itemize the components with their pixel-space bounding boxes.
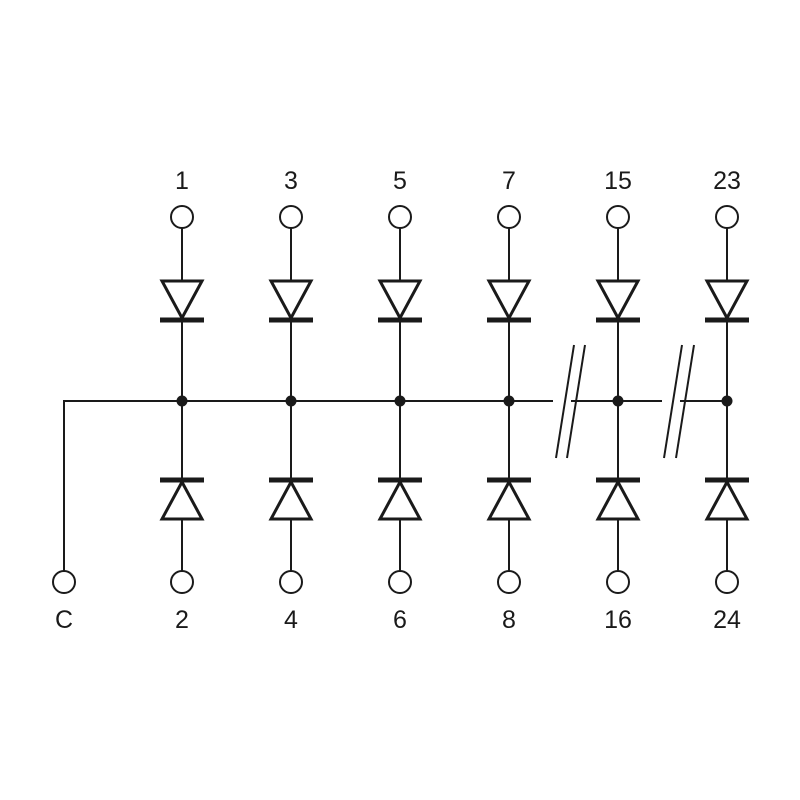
diode-symbol-bottom (377, 478, 423, 521)
pin-terminal-top (170, 205, 194, 229)
pin-terminal-top (497, 205, 521, 229)
pin-label-bottom: 24 (713, 606, 741, 634)
pin-terminal-top (606, 205, 630, 229)
diode-symbol-top (159, 279, 205, 322)
junctions-layer (176, 395, 733, 407)
pin-label-bottom: 4 (284, 606, 298, 634)
diode-symbol-bottom (159, 478, 205, 521)
pin-label-top: 5 (393, 167, 407, 195)
bus-break-mark (675, 344, 695, 459)
diode-symbol-bottom (704, 478, 750, 521)
bus-breaks-layer (555, 344, 695, 459)
pin-terminal-bottom (606, 570, 630, 594)
pin-terminal-bottom (170, 570, 194, 594)
bus-junction-dot (503, 395, 515, 407)
pin-terminal-bottom (497, 570, 521, 594)
pin-terminal-top (279, 205, 303, 229)
pin-label-top: 3 (284, 167, 298, 195)
diode-symbol-bottom (268, 478, 314, 521)
diode-symbol-bottom (595, 478, 641, 521)
terminals-layer (52, 205, 739, 594)
bus-junction-dot (721, 395, 733, 407)
diodes-layer (159, 279, 750, 521)
pin-terminal-bottom (388, 570, 412, 594)
bus-break-mark (663, 344, 683, 459)
bus-junction-dot (176, 395, 188, 407)
pin-terminal-top (388, 205, 412, 229)
diode-symbol-top (268, 279, 314, 322)
bus-break-mark (555, 344, 575, 459)
diode-symbol-top (704, 279, 750, 322)
pin-label-bottom: 6 (393, 606, 407, 634)
pin-label-top: 23 (713, 167, 741, 195)
pin-terminal-bottom (715, 570, 739, 594)
bus-break-mark (566, 344, 586, 459)
diode-symbol-top (595, 279, 641, 322)
pin-label-top: 1 (175, 167, 189, 195)
pin-label-bottom: 8 (502, 606, 516, 634)
diode-symbol-bottom (486, 478, 532, 521)
diode-symbol-top (486, 279, 532, 322)
bus-wire-segment (63, 400, 553, 571)
bus-junction-dot (285, 395, 297, 407)
pin-label-bottom: 2 (175, 606, 189, 634)
common-terminal-label: C (55, 606, 73, 634)
pin-label-top: 7 (502, 167, 516, 195)
pin-terminal-top (715, 205, 739, 229)
pin-label-top: 15 (604, 167, 632, 195)
diode-symbol-top (377, 279, 423, 322)
pin-label-bottom: 16 (604, 606, 632, 634)
common-terminal (52, 570, 76, 594)
pin-terminal-bottom (279, 570, 303, 594)
bus-junction-dot (612, 395, 624, 407)
bus-junction-dot (394, 395, 406, 407)
